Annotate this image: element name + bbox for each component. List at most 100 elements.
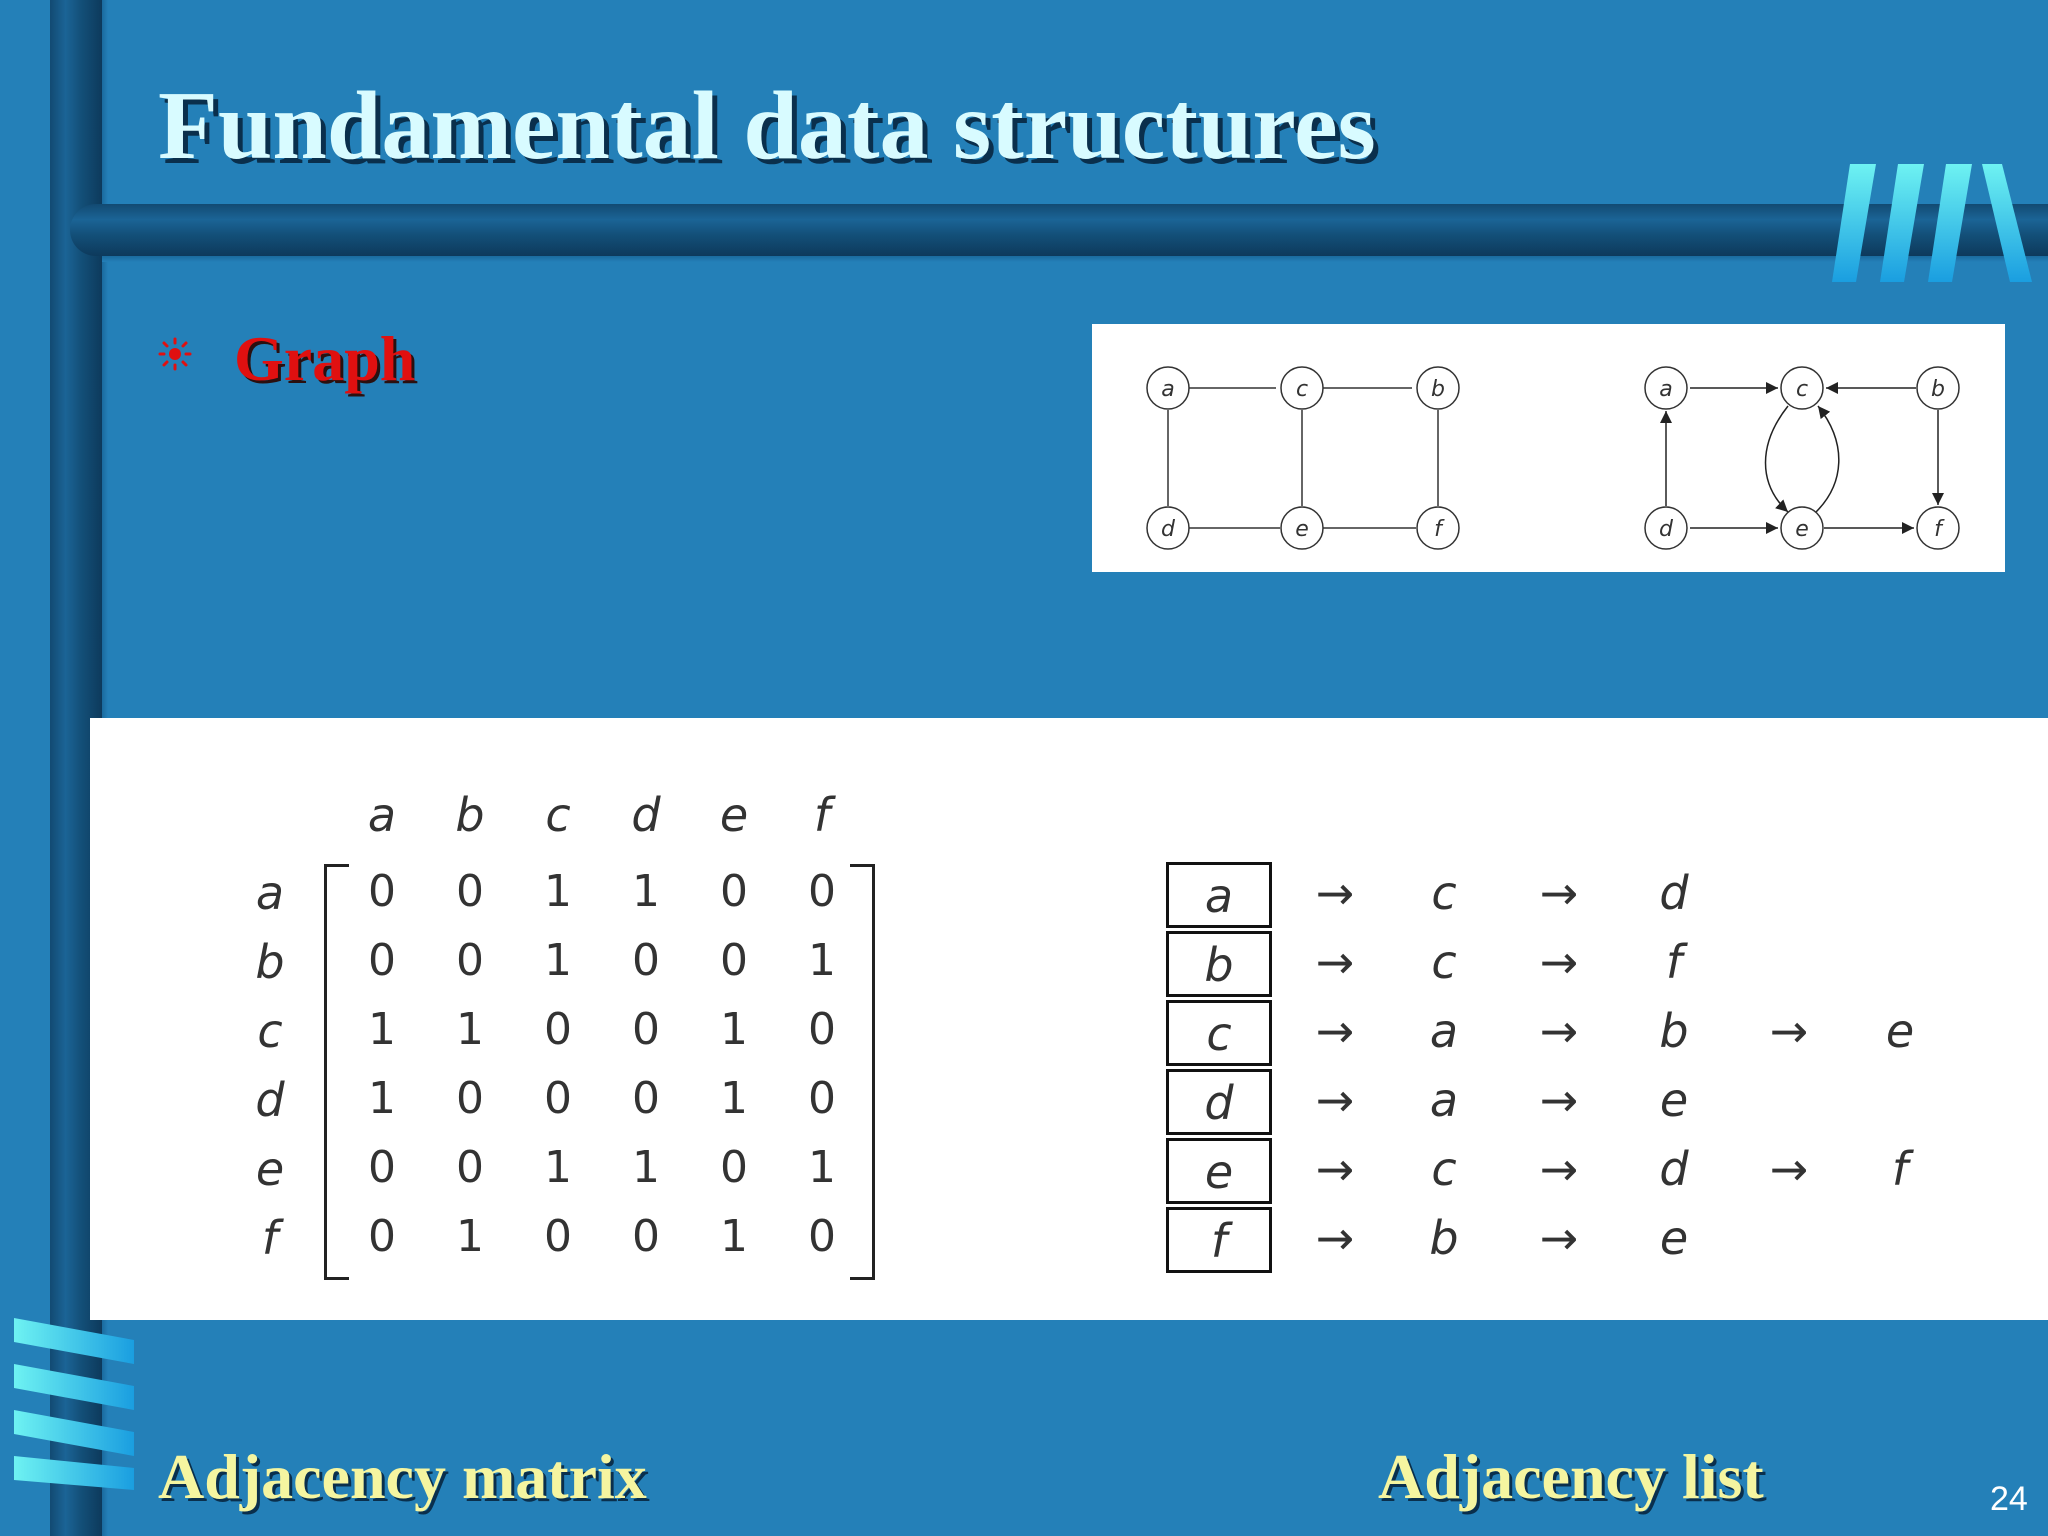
undirected-node-d: d (1161, 517, 1176, 542)
matrix-cell: 0 (362, 1211, 402, 1262)
matrix-col-header: f (802, 788, 842, 842)
matrix-cell: 0 (362, 866, 402, 917)
matrix-right-bracket (850, 864, 875, 1280)
matrix-cell: 0 (450, 1142, 490, 1193)
adjacency-node: c (1414, 866, 1474, 920)
matrix-cell: 1 (802, 935, 842, 986)
matrix-cell: 0 (714, 1142, 754, 1193)
adjacency-list-caption: Adjacency list (1378, 1440, 1764, 1514)
matrix-row-header: f (250, 1211, 290, 1265)
undirected-node-b: b (1431, 377, 1445, 402)
adjacency-list-head: e (1166, 1138, 1272, 1204)
adjacency-arrow: → (1754, 1004, 1824, 1058)
directed-node-d: d (1659, 517, 1674, 542)
matrix-row-header: a (250, 866, 290, 920)
matrix-cell: 1 (450, 1004, 490, 1055)
matrix-cell: 0 (450, 866, 490, 917)
adjacency-node: c (1414, 935, 1474, 989)
matrix-cell: 0 (450, 935, 490, 986)
directed-node-a: a (1659, 377, 1672, 402)
adjacency-list-head: d (1166, 1069, 1272, 1135)
directed-node-c: c (1796, 377, 1808, 402)
adjacency-matrix-caption: Adjacency matrix (158, 1440, 647, 1514)
matrix-cell: 0 (362, 935, 402, 986)
matrix-cell: 0 (714, 935, 754, 986)
matrix-col-header: c (538, 788, 578, 842)
adjacency-node: b (1644, 1004, 1704, 1058)
matrix-cell: 0 (626, 1004, 666, 1055)
matrix-cell: 0 (714, 866, 754, 917)
adjacency-arrow: → (1300, 1211, 1370, 1265)
adjacency-arrow: → (1300, 1073, 1370, 1127)
matrix-cell: 0 (626, 1211, 666, 1262)
matrix-cell: 1 (450, 1211, 490, 1262)
matrix-cell: 0 (802, 866, 842, 917)
adjacency-node: e (1644, 1211, 1704, 1265)
adjacency-node: f (1644, 935, 1704, 989)
matrix-cell: 0 (362, 1142, 402, 1193)
adjacency-node: d (1644, 1142, 1704, 1196)
matrix-cell: 0 (626, 1073, 666, 1124)
slide-title: Fundamental data structures (158, 70, 1376, 182)
matrix-cell: 0 (538, 1211, 578, 1262)
adjacency-arrow: → (1300, 1142, 1370, 1196)
matrix-col-header: b (450, 788, 490, 842)
corner-logo-top-right (1832, 160, 2032, 285)
matrix-cell: 1 (626, 1142, 666, 1193)
adjacency-node: a (1414, 1073, 1474, 1127)
adjacency-node: e (1870, 1004, 1930, 1058)
adjacency-list-head: c (1166, 1000, 1272, 1066)
adjacency-arrow: → (1524, 866, 1594, 920)
adjacency-arrow: → (1300, 1004, 1370, 1058)
adjacency-arrow: → (1524, 1073, 1594, 1127)
undirected-node-e: e (1295, 517, 1309, 542)
undirected-node-c: c (1296, 377, 1308, 402)
adjacency-node: a (1414, 1004, 1474, 1058)
directed-graph-nodes: a c b d e f (1645, 367, 1959, 549)
matrix-cell: 1 (714, 1073, 754, 1124)
adjacency-node: e (1644, 1073, 1704, 1127)
adjacency-arrow: → (1524, 1142, 1594, 1196)
matrix-cell: 1 (362, 1073, 402, 1124)
adjacency-list-head: a (1166, 862, 1272, 928)
matrix-cell: 1 (626, 866, 666, 917)
adjacency-list-head: b (1166, 931, 1272, 997)
matrix-cell: 0 (450, 1073, 490, 1124)
header-divider-shadow (102, 256, 2048, 262)
header-divider-bar (70, 204, 2048, 256)
matrix-left-bracket (324, 864, 349, 1280)
adjacency-list-head: f (1166, 1207, 1272, 1273)
matrix-cell: 1 (362, 1004, 402, 1055)
adjacency-arrow: → (1300, 866, 1370, 920)
directed-node-b: b (1931, 377, 1945, 402)
matrix-cell: 0 (802, 1211, 842, 1262)
adjacency-arrow: → (1754, 1142, 1824, 1196)
matrix-cell: 0 (802, 1073, 842, 1124)
bullet-sun-icon (158, 337, 192, 371)
matrix-cell: 0 (538, 1073, 578, 1124)
matrix-row-header: c (250, 1004, 290, 1058)
adjacency-arrow: → (1524, 1004, 1594, 1058)
matrix-cell: 1 (538, 866, 578, 917)
undirected-graph-nodes: a c b d e f (1147, 367, 1459, 549)
bullet-graph-label: Graph (234, 322, 415, 396)
adjacency-node: b (1414, 1211, 1474, 1265)
matrix-cell: 1 (714, 1211, 754, 1262)
adjacency-arrow: → (1524, 1211, 1594, 1265)
matrix-cell: 0 (626, 935, 666, 986)
undirected-node-a: a (1161, 377, 1174, 402)
matrix-cell: 0 (802, 1004, 842, 1055)
corner-logo-bottom-left (14, 1318, 140, 1498)
matrix-row-header: b (250, 935, 290, 989)
matrix-cell: 1 (714, 1004, 754, 1055)
matrix-cell: 1 (538, 935, 578, 986)
graph-figure-panel: a c b d e f a c b d (1092, 324, 2005, 572)
matrix-col-header: a (362, 788, 402, 842)
adjacency-arrow: → (1300, 935, 1370, 989)
matrix-col-header: d (626, 788, 666, 842)
matrix-cell: 1 (538, 1142, 578, 1193)
matrix-col-header: e (714, 788, 754, 842)
adjacency-node: c (1414, 1142, 1474, 1196)
matrix-row-header: e (250, 1142, 290, 1196)
adjacency-arrow: → (1524, 935, 1594, 989)
